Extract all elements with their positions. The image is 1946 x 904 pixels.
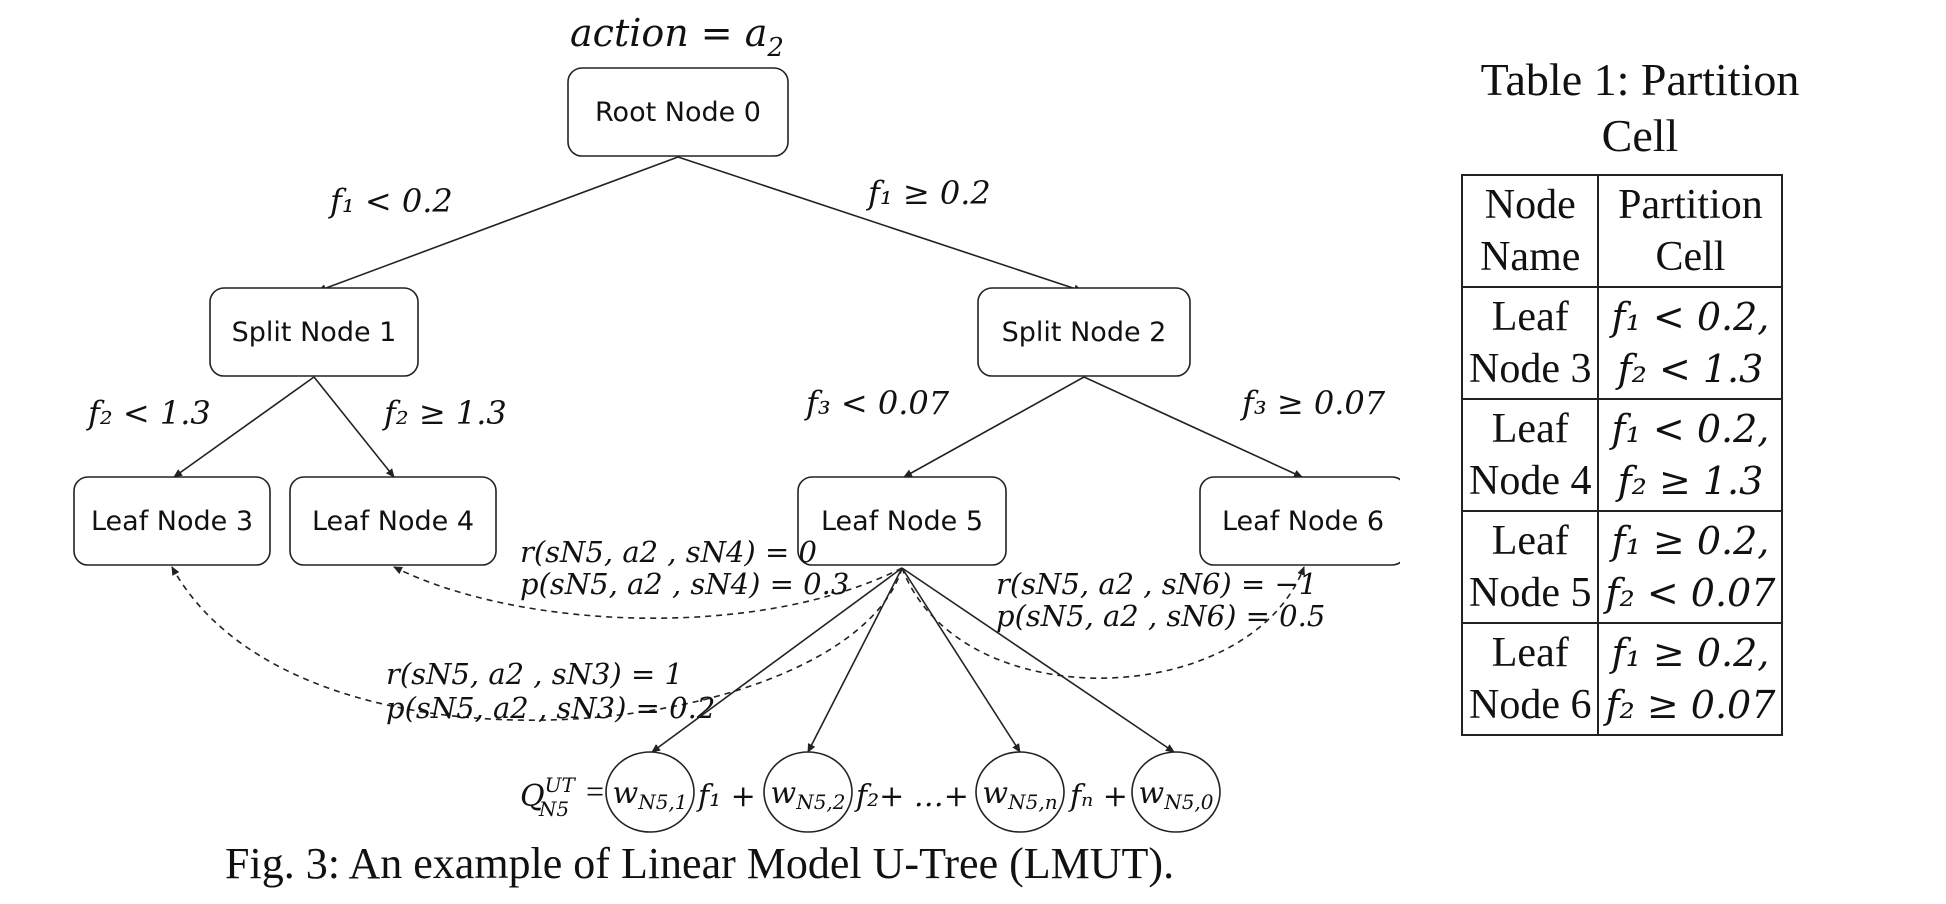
table-title: Table 1: Partition Cell bbox=[1480, 54, 1800, 161]
edge-split1-leaf4 bbox=[313, 376, 395, 478]
edge-root-split2 bbox=[677, 156, 1083, 293]
partition-cell: f₁ < 0.2,f₂ < 1.3 bbox=[1597, 286, 1784, 400]
transition-n5-n4 bbox=[393, 566, 903, 619]
leaf-node-6: Leaf Node 6 bbox=[1199, 476, 1400, 566]
partition-cell: f₁ ≥ 0.2,f₂ ≥ 0.07 bbox=[1597, 622, 1784, 736]
equation-equals: = bbox=[586, 773, 604, 809]
edge-n5-w2 bbox=[807, 567, 903, 753]
edge-label-f3-ge: f₃ ≥ 0.07 bbox=[1240, 384, 1386, 422]
split-node-1: Split Node 1 bbox=[209, 287, 419, 377]
edge-root-split1 bbox=[317, 156, 679, 292]
transition-n5-n3 bbox=[171, 566, 903, 721]
weight-w2: wN5,2 bbox=[763, 751, 853, 833]
edge-label-f2-ge: f₂ ≥ 1.3 bbox=[382, 394, 507, 432]
transition-label-n6-p: p(sN5, a2 , sN6) = 0.5 bbox=[996, 599, 1325, 633]
svg-text:wN5,n: wN5,n bbox=[982, 776, 1057, 814]
edge-split1-leaf3 bbox=[173, 376, 315, 478]
action-label: action = a2 bbox=[570, 11, 784, 63]
transition-label-n4-p: p(sN5, a2 , sN4) = 0.3 bbox=[520, 567, 849, 601]
leaf-node-5: Leaf Node 5 bbox=[797, 476, 1007, 566]
svg-text:wN5,0: wN5,0 bbox=[1139, 776, 1214, 814]
equation-f2: f₂+ …+ bbox=[854, 779, 969, 814]
transition-label-n3-p: p(sN5, a2 , sN3) = 0.2 bbox=[386, 691, 715, 725]
edge-label-f1-lt: f₁ < 0.2 bbox=[328, 182, 453, 220]
partition-cell: f₁ ≥ 0.2,f₂ < 0.07 bbox=[1597, 510, 1784, 624]
partition-cell: f₁ < 0.2,f₂ ≥ 1.3 bbox=[1597, 398, 1784, 512]
svg-text:Leaf Node 4: Leaf Node 4 bbox=[312, 506, 474, 537]
root-node: Root Node 0 bbox=[567, 67, 789, 157]
edge-split2-leaf6 bbox=[1083, 376, 1303, 478]
svg-text:Leaf Node 6: Leaf Node 6 bbox=[1222, 506, 1384, 537]
transition-label-n6-r: r(sN5, a2 , sN6) = −1 bbox=[996, 567, 1317, 601]
edge-label-f3-lt: f₃ < 0.07 bbox=[804, 384, 950, 422]
svg-text:Leaf Node 3: Leaf Node 3 bbox=[91, 506, 253, 537]
leaf-node-3: Leaf Node 3 bbox=[73, 476, 271, 566]
weight-w0: wN5,0 bbox=[1131, 751, 1221, 833]
split-node-2: Split Node 2 bbox=[977, 287, 1191, 377]
svg-text:Root Node 0: Root Node 0 bbox=[595, 97, 761, 128]
leaf-node-4: Leaf Node 4 bbox=[289, 476, 497, 566]
svg-text:wN5,1: wN5,1 bbox=[613, 776, 688, 814]
figure-caption: Fig. 3: An example of Linear Model U-Tre… bbox=[225, 839, 1174, 888]
transition-label-n4-r: r(sN5, a2 , sN4) = 0 bbox=[520, 535, 817, 569]
equation-fn: fₙ + bbox=[1068, 779, 1128, 814]
transition-label-n3-r: r(sN5, a2 , sN3) = 1 bbox=[386, 657, 683, 691]
weight-w1: wN5,1 bbox=[605, 751, 695, 833]
edge-split2-leaf5 bbox=[903, 376, 1085, 478]
edge-n5-w1 bbox=[651, 567, 903, 753]
weight-wn: wN5,n bbox=[975, 751, 1065, 833]
svg-text:wN5,2: wN5,2 bbox=[771, 776, 846, 814]
svg-text:Split Node 1: Split Node 1 bbox=[232, 317, 397, 348]
edge-label-f1-ge: f₁ ≥ 0.2 bbox=[866, 174, 991, 212]
edge-label-f2-lt: f₂ < 1.3 bbox=[86, 394, 211, 432]
svg-text:Split Node 2: Split Node 2 bbox=[1002, 317, 1167, 348]
svg-text:Leaf Node 5: Leaf Node 5 bbox=[821, 506, 983, 537]
equation-f1: f₁ + bbox=[696, 779, 756, 814]
edge-n5-wn bbox=[901, 567, 1021, 753]
transition-n5-n6 bbox=[901, 566, 1305, 679]
edge-n5-w0 bbox=[901, 567, 1175, 753]
lmut-diagram: action = a2 f₁ < 0.2 f₁ ≥ 0.2 f₂ < 1.3 f… bbox=[73, 11, 1400, 888]
